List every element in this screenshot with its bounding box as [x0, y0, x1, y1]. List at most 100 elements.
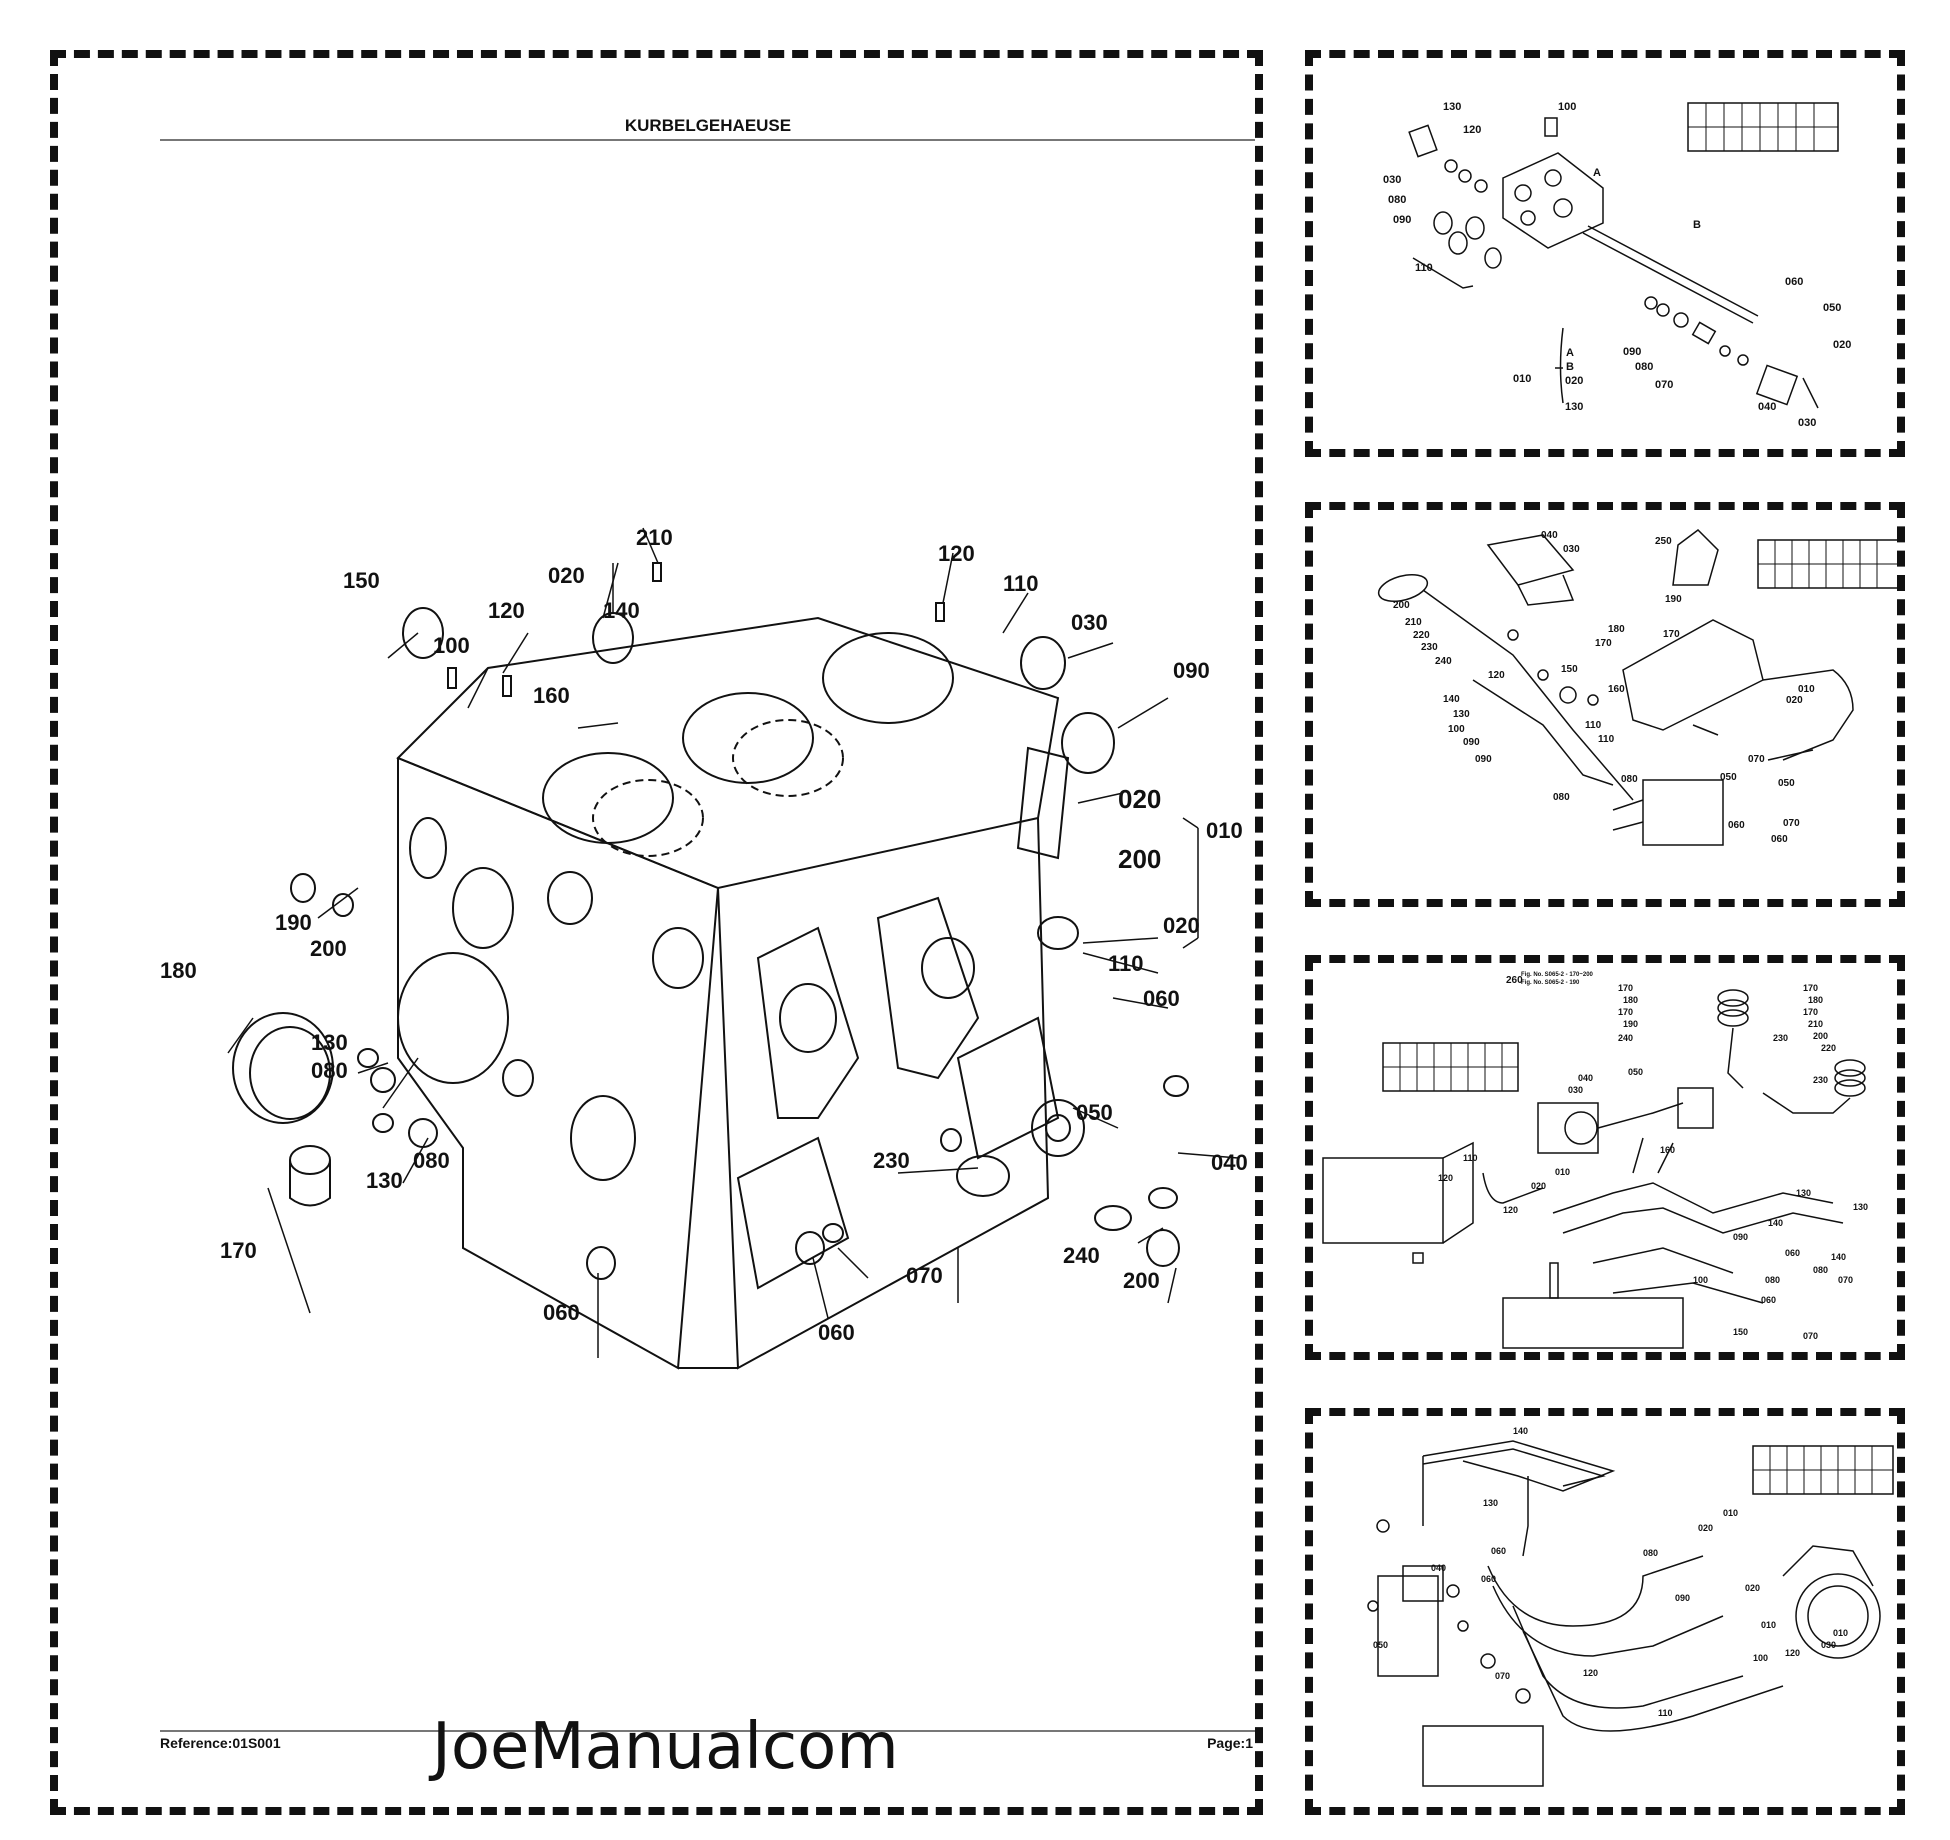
hydraulic-pump-panel: 260 Fig. No. S065-2 - 170~200 Fig. No. S…	[1305, 955, 1905, 1360]
svg-text:100: 100	[1558, 101, 1576, 113]
svg-text:070: 070	[1783, 818, 1800, 829]
svg-text:010: 010	[1555, 1167, 1570, 1177]
svg-text:230: 230	[1813, 1075, 1828, 1085]
svg-text:060: 060	[1785, 276, 1803, 288]
svg-text:110: 110	[1463, 1153, 1478, 1163]
callout: 120	[488, 598, 525, 623]
svg-text:A: A	[1593, 167, 1601, 179]
svg-text:060: 060	[1785, 1248, 1800, 1258]
svg-text:170: 170	[1618, 983, 1633, 993]
pump-drawing	[1322, 989, 1866, 1349]
hose-line-diagram: 140 130 010 020 080 060 040 060 020 090 …	[1367, 1426, 1894, 1787]
svg-text:040: 040	[1431, 1563, 1446, 1573]
svg-text:A: A	[1566, 347, 1574, 359]
svg-text:130: 130	[1565, 401, 1583, 413]
svg-text:B: B	[1566, 361, 1574, 373]
svg-text:100: 100	[1448, 724, 1465, 735]
valve-section-panel: 130 100 120 030 080 A 090 B 110 060 050 …	[1305, 50, 1905, 457]
svg-text:190: 190	[1665, 594, 1682, 605]
svg-text:050: 050	[1373, 1640, 1388, 1650]
page-number: Page:1	[1207, 1735, 1253, 1751]
svg-text:120: 120	[1463, 124, 1481, 136]
callout: 020	[1163, 913, 1200, 938]
svg-text:150: 150	[1561, 664, 1578, 675]
callout: 190	[275, 910, 312, 935]
svg-text:070: 070	[1803, 1331, 1818, 1341]
svg-text:170: 170	[1803, 983, 1818, 993]
figure-note: 260 Fig. No. S065-2 - 170~200 Fig. No. S…	[1506, 972, 1594, 986]
svg-text:Fig. No. S065-2 - 190: Fig. No. S065-2 - 190	[1521, 980, 1580, 986]
svg-text:190: 190	[1623, 1019, 1638, 1029]
panel2-callouts: 040 030 250 200 190 210 220 170 230 180 …	[1393, 530, 1815, 845]
svg-text:180: 180	[1808, 995, 1823, 1005]
callout: 150	[343, 568, 380, 593]
svg-text:110: 110	[1658, 1708, 1673, 1718]
svg-text:170: 170	[1803, 1007, 1818, 1017]
svg-text:030: 030	[1563, 544, 1580, 555]
callout: 140	[603, 598, 640, 623]
valve-drawing	[1408, 117, 1819, 409]
callout: 240	[1063, 1243, 1100, 1268]
callout: 200	[310, 936, 347, 961]
svg-text:130: 130	[1483, 1498, 1498, 1508]
svg-text:070: 070	[1748, 754, 1765, 765]
callout: 070	[906, 1263, 943, 1288]
svg-text:050: 050	[1778, 778, 1795, 789]
svg-text:180: 180	[1623, 995, 1638, 1005]
svg-text:140: 140	[1443, 694, 1460, 705]
svg-text:120: 120	[1488, 670, 1505, 681]
svg-text:130: 130	[1443, 101, 1461, 113]
callout: 020	[548, 563, 585, 588]
svg-text:030: 030	[1568, 1085, 1583, 1095]
svg-text:230: 230	[1773, 1033, 1788, 1043]
svg-text:170: 170	[1618, 1007, 1633, 1017]
watermark-text: JoeManualcom	[432, 1710, 899, 1784]
callout: 110	[1003, 571, 1039, 596]
svg-text:Fig. No. S065-2 - 170~200: Fig. No. S065-2 - 170~200	[1521, 972, 1594, 978]
svg-text:020: 020	[1745, 1583, 1760, 1593]
legend-grid	[1752, 1445, 1894, 1495]
svg-text:080: 080	[1765, 1275, 1780, 1285]
callout: 060	[1143, 986, 1180, 1011]
callout: 160	[533, 683, 570, 708]
svg-text:160: 160	[1660, 1145, 1675, 1155]
main-callouts: 210 120 150 020 140 100 120 110 030 090 …	[160, 525, 1248, 1345]
callout: 180	[160, 958, 197, 983]
svg-text:200: 200	[1393, 600, 1410, 611]
svg-text:010: 010	[1798, 684, 1815, 695]
callout: 040	[1211, 1150, 1248, 1175]
svg-text:060: 060	[1491, 1546, 1506, 1556]
svg-text:240: 240	[1435, 656, 1452, 667]
svg-text:120: 120	[1785, 1648, 1800, 1658]
svg-text:080: 080	[1635, 361, 1653, 373]
callout: 200	[1118, 844, 1161, 874]
callout: 010	[1206, 818, 1243, 843]
svg-text:220: 220	[1821, 1043, 1836, 1053]
svg-text:070: 070	[1655, 379, 1673, 391]
svg-text:120: 120	[1438, 1173, 1453, 1183]
svg-text:100: 100	[1753, 1653, 1768, 1663]
callout: 170	[220, 1238, 257, 1263]
valve-section-diagram: 130 100 120 030 080 A 090 B 110 060 050 …	[1383, 101, 1851, 429]
legend-grid	[1757, 539, 1897, 589]
callout: 200	[1123, 1268, 1160, 1293]
svg-text:030: 030	[1383, 174, 1401, 186]
svg-text:090: 090	[1463, 737, 1480, 748]
legend-grid	[1687, 102, 1839, 152]
svg-text:120: 120	[1583, 1668, 1598, 1678]
callout: 110	[1108, 951, 1144, 976]
svg-text:030: 030	[1821, 1640, 1836, 1650]
svg-text:120: 120	[1503, 1205, 1518, 1215]
legend-grid	[1382, 1042, 1519, 1092]
callout: 020	[1118, 784, 1161, 814]
svg-text:080: 080	[1553, 792, 1570, 803]
callout: 090	[1173, 658, 1210, 683]
svg-text:200: 200	[1813, 1031, 1828, 1041]
svg-text:130: 130	[1853, 1202, 1868, 1212]
svg-text:090: 090	[1475, 754, 1492, 765]
svg-text:050: 050	[1628, 1067, 1643, 1077]
svg-text:080: 080	[1813, 1265, 1828, 1275]
svg-text:080: 080	[1621, 774, 1638, 785]
svg-text:240: 240	[1618, 1033, 1633, 1043]
callout: 100	[433, 633, 470, 658]
